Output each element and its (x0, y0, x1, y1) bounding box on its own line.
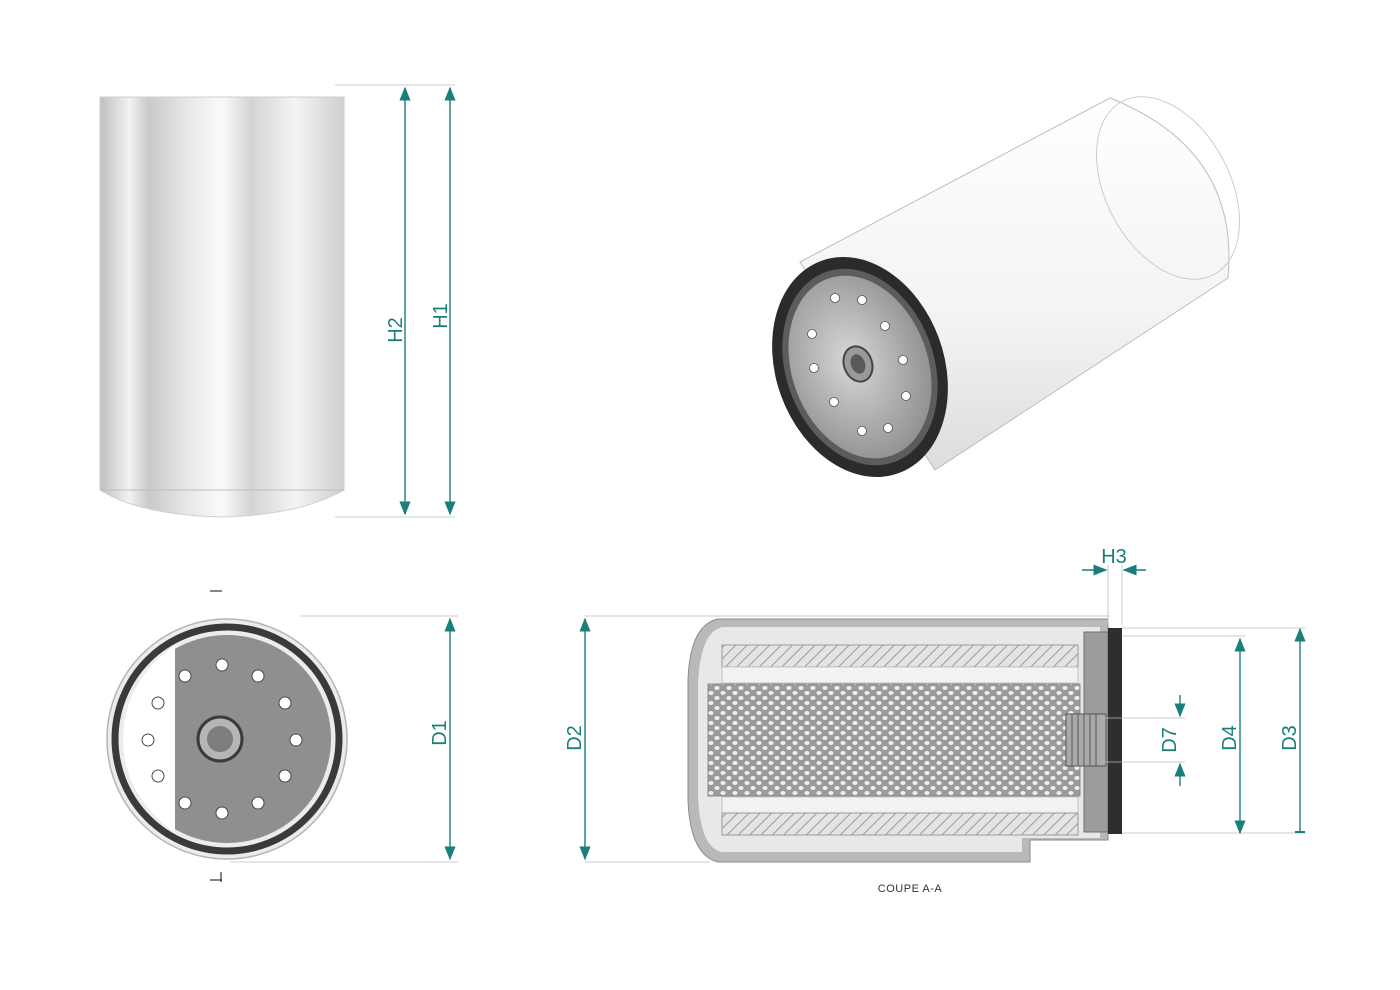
end-view (106, 590, 458, 882)
iso-holes (807, 293, 911, 436)
side-view-body (99, 96, 345, 518)
end-view-holes (141, 658, 303, 820)
section-perforated-core (707, 683, 1081, 797)
dimension-h3: H3 (1082, 546, 1146, 576)
dimension-h2: H2 (385, 86, 411, 516)
section-media-bottom (721, 812, 1079, 836)
dimension-h3-label: H3 (1101, 546, 1127, 568)
dimension-d1: D1 (429, 617, 456, 861)
section-caption: COUPE A-A (878, 883, 943, 895)
dimension-d7: D7 (1159, 695, 1186, 786)
section-media-top (721, 644, 1079, 668)
end-view-seal (111, 623, 343, 855)
section-view: COUPE A-A (585, 565, 1305, 895)
dimension-h1: H1 (430, 86, 456, 516)
dimension-d2-label: D2 (564, 725, 586, 751)
dimension-d2: D2 (564, 617, 591, 861)
dimension-h2-label: H2 (385, 317, 407, 343)
dimension-d3: D3 (1279, 627, 1306, 833)
dimension-d1-label: D1 (429, 720, 451, 746)
side-view (99, 84, 455, 518)
dimension-d4: D4 (1219, 637, 1246, 835)
dimension-h1-label: H1 (430, 303, 452, 329)
section-threaded-port (1065, 713, 1107, 767)
dimension-d7-label: D7 (1159, 727, 1181, 753)
dimension-d3-label: D3 (1279, 725, 1301, 751)
dimension-d4-label: D4 (1219, 725, 1241, 751)
isometric-view (772, 96, 1241, 478)
